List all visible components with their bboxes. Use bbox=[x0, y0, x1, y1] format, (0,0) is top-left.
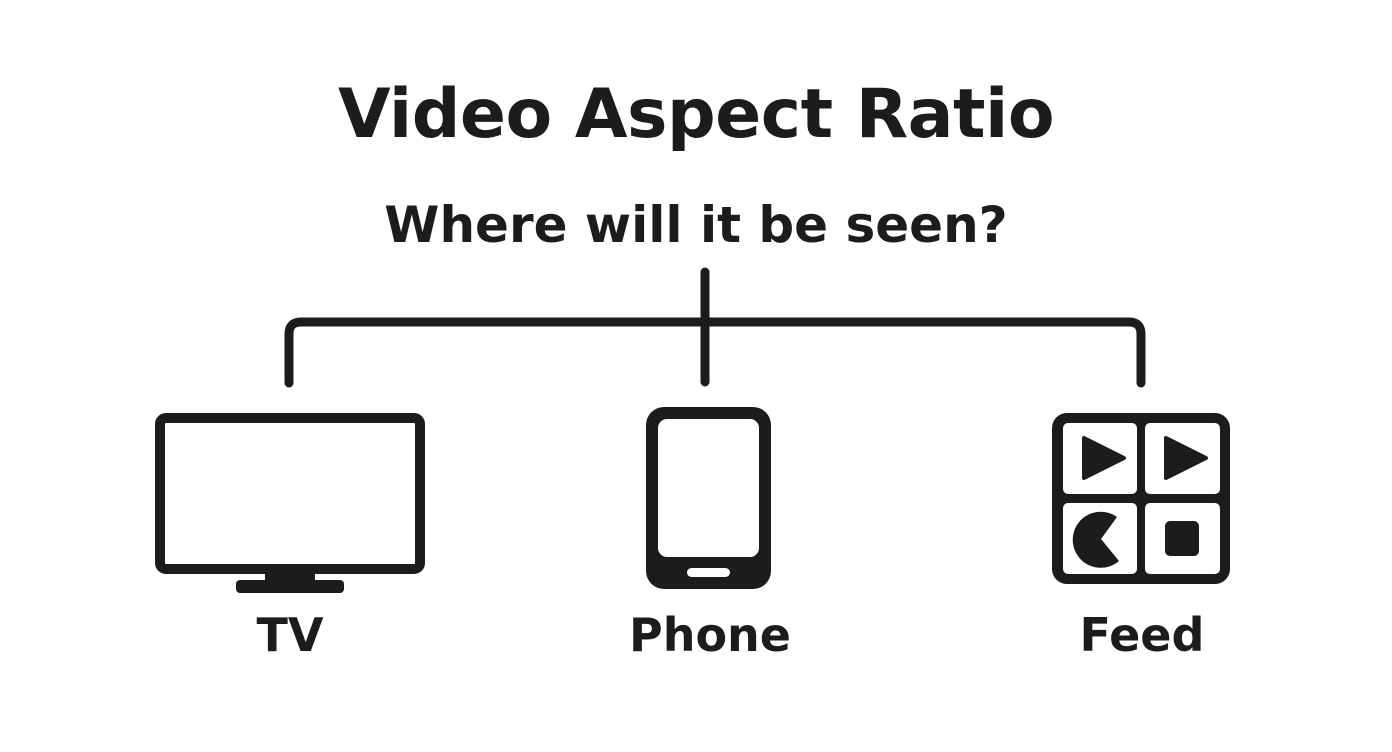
stop-icon bbox=[1165, 521, 1199, 556]
tv-icon bbox=[155, 413, 425, 593]
play-icon bbox=[1164, 436, 1208, 480]
pie-icon bbox=[1072, 511, 1119, 568]
phone-icon bbox=[646, 407, 771, 589]
play-icon bbox=[1082, 436, 1126, 480]
diagram-title: Video Aspect Ratio bbox=[337, 75, 1055, 154]
tv-label: TV bbox=[256, 608, 324, 662]
branch-bar bbox=[284, 317, 1146, 388]
phone-label: Phone bbox=[628, 608, 791, 662]
feed-label: Feed bbox=[1079, 608, 1205, 662]
question-node: Where will it be seen? bbox=[384, 196, 1008, 254]
feed-grid-icon bbox=[1052, 413, 1230, 584]
connector-lines bbox=[284, 267, 1146, 388]
